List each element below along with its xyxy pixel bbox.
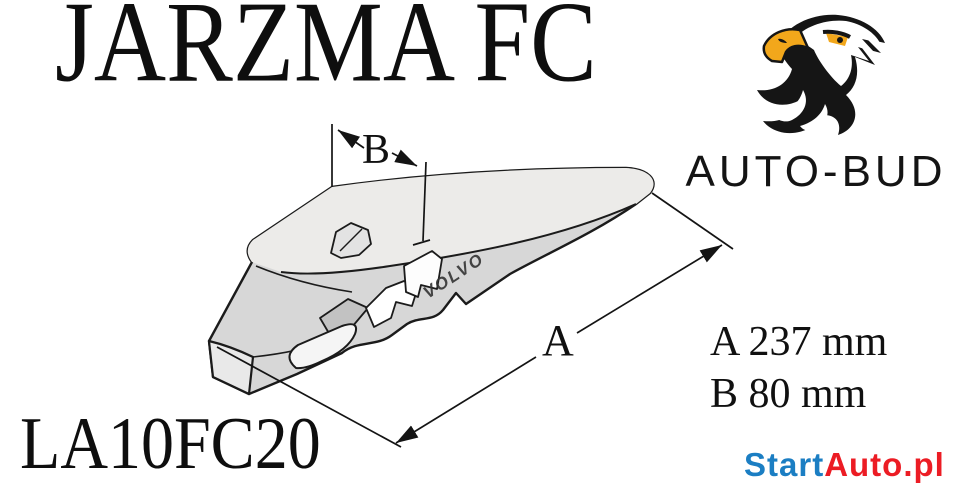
dimension-b-arrow-left xyxy=(337,129,365,149)
part-technical-drawing: VOLVO B A xyxy=(207,124,734,448)
watermark: StartAuto.pl xyxy=(744,446,945,484)
spec-row-a: A 237 mm xyxy=(710,319,888,365)
dimension-label-a: A xyxy=(542,316,574,365)
product-code: LA10FC20 xyxy=(20,403,321,485)
dimension-a-line-lower xyxy=(395,356,537,444)
dimension-a-line-upper xyxy=(576,244,723,334)
watermark-segment-auto: Auto.pl xyxy=(824,446,945,483)
dimension-label-b: B xyxy=(362,127,390,173)
dimension-specs: A 237 mm B 80 mm xyxy=(710,316,887,420)
dimension-lines xyxy=(216,124,734,448)
page-title: JARZMA FC xyxy=(55,0,597,107)
watermark-segment-start: Start xyxy=(744,446,825,483)
eagle-logo-icon xyxy=(757,14,885,135)
dimension-a-leader-rear xyxy=(651,192,734,250)
dimension-b-tick xyxy=(412,239,431,246)
dimension-b-extension-right xyxy=(422,161,427,242)
dimension-b-arrow-right xyxy=(391,149,418,167)
brand-name: AUTO-BUD xyxy=(685,147,947,196)
adapter-part-illustration: VOLVO xyxy=(207,166,655,396)
spec-row-b: B 80 mm xyxy=(710,371,867,417)
dimension-a-leader-front xyxy=(216,346,402,448)
